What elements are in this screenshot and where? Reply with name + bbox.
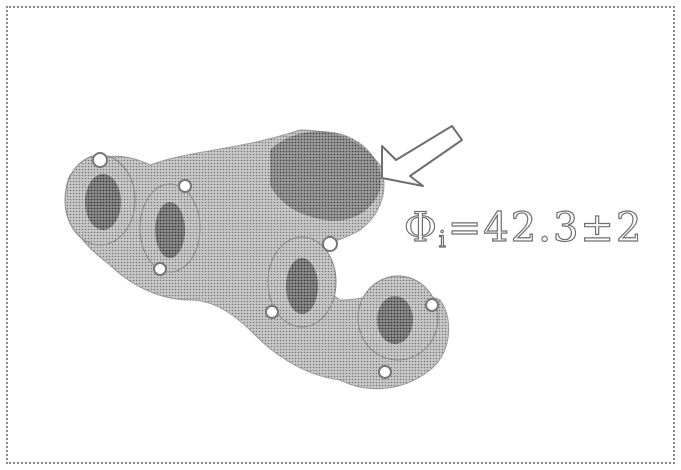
bolt-hole bbox=[153, 262, 167, 276]
left-port-hole bbox=[85, 174, 121, 230]
bolt-hole bbox=[92, 152, 108, 168]
frame-border bbox=[6, 6, 675, 464]
right-port-hole bbox=[377, 296, 413, 344]
bolt-hole bbox=[378, 365, 392, 379]
dimension-value: =42.3±2 bbox=[447, 205, 644, 251]
third-port-hole bbox=[286, 258, 318, 314]
upper-runner bbox=[270, 130, 381, 221]
arrow-down-left-icon bbox=[381, 125, 463, 187]
diameter-symbol: Φ bbox=[403, 205, 439, 251]
bolt-hole bbox=[322, 236, 338, 252]
intake-manifold-part bbox=[64, 129, 450, 390]
second-port-hole bbox=[155, 202, 185, 258]
bolt-hole bbox=[178, 179, 192, 193]
bolt-hole bbox=[425, 298, 439, 312]
dimension-annotation: Φi=42.3±2 bbox=[403, 205, 644, 253]
diameter-subscript: i bbox=[438, 228, 448, 253]
bolt-hole bbox=[265, 305, 279, 319]
